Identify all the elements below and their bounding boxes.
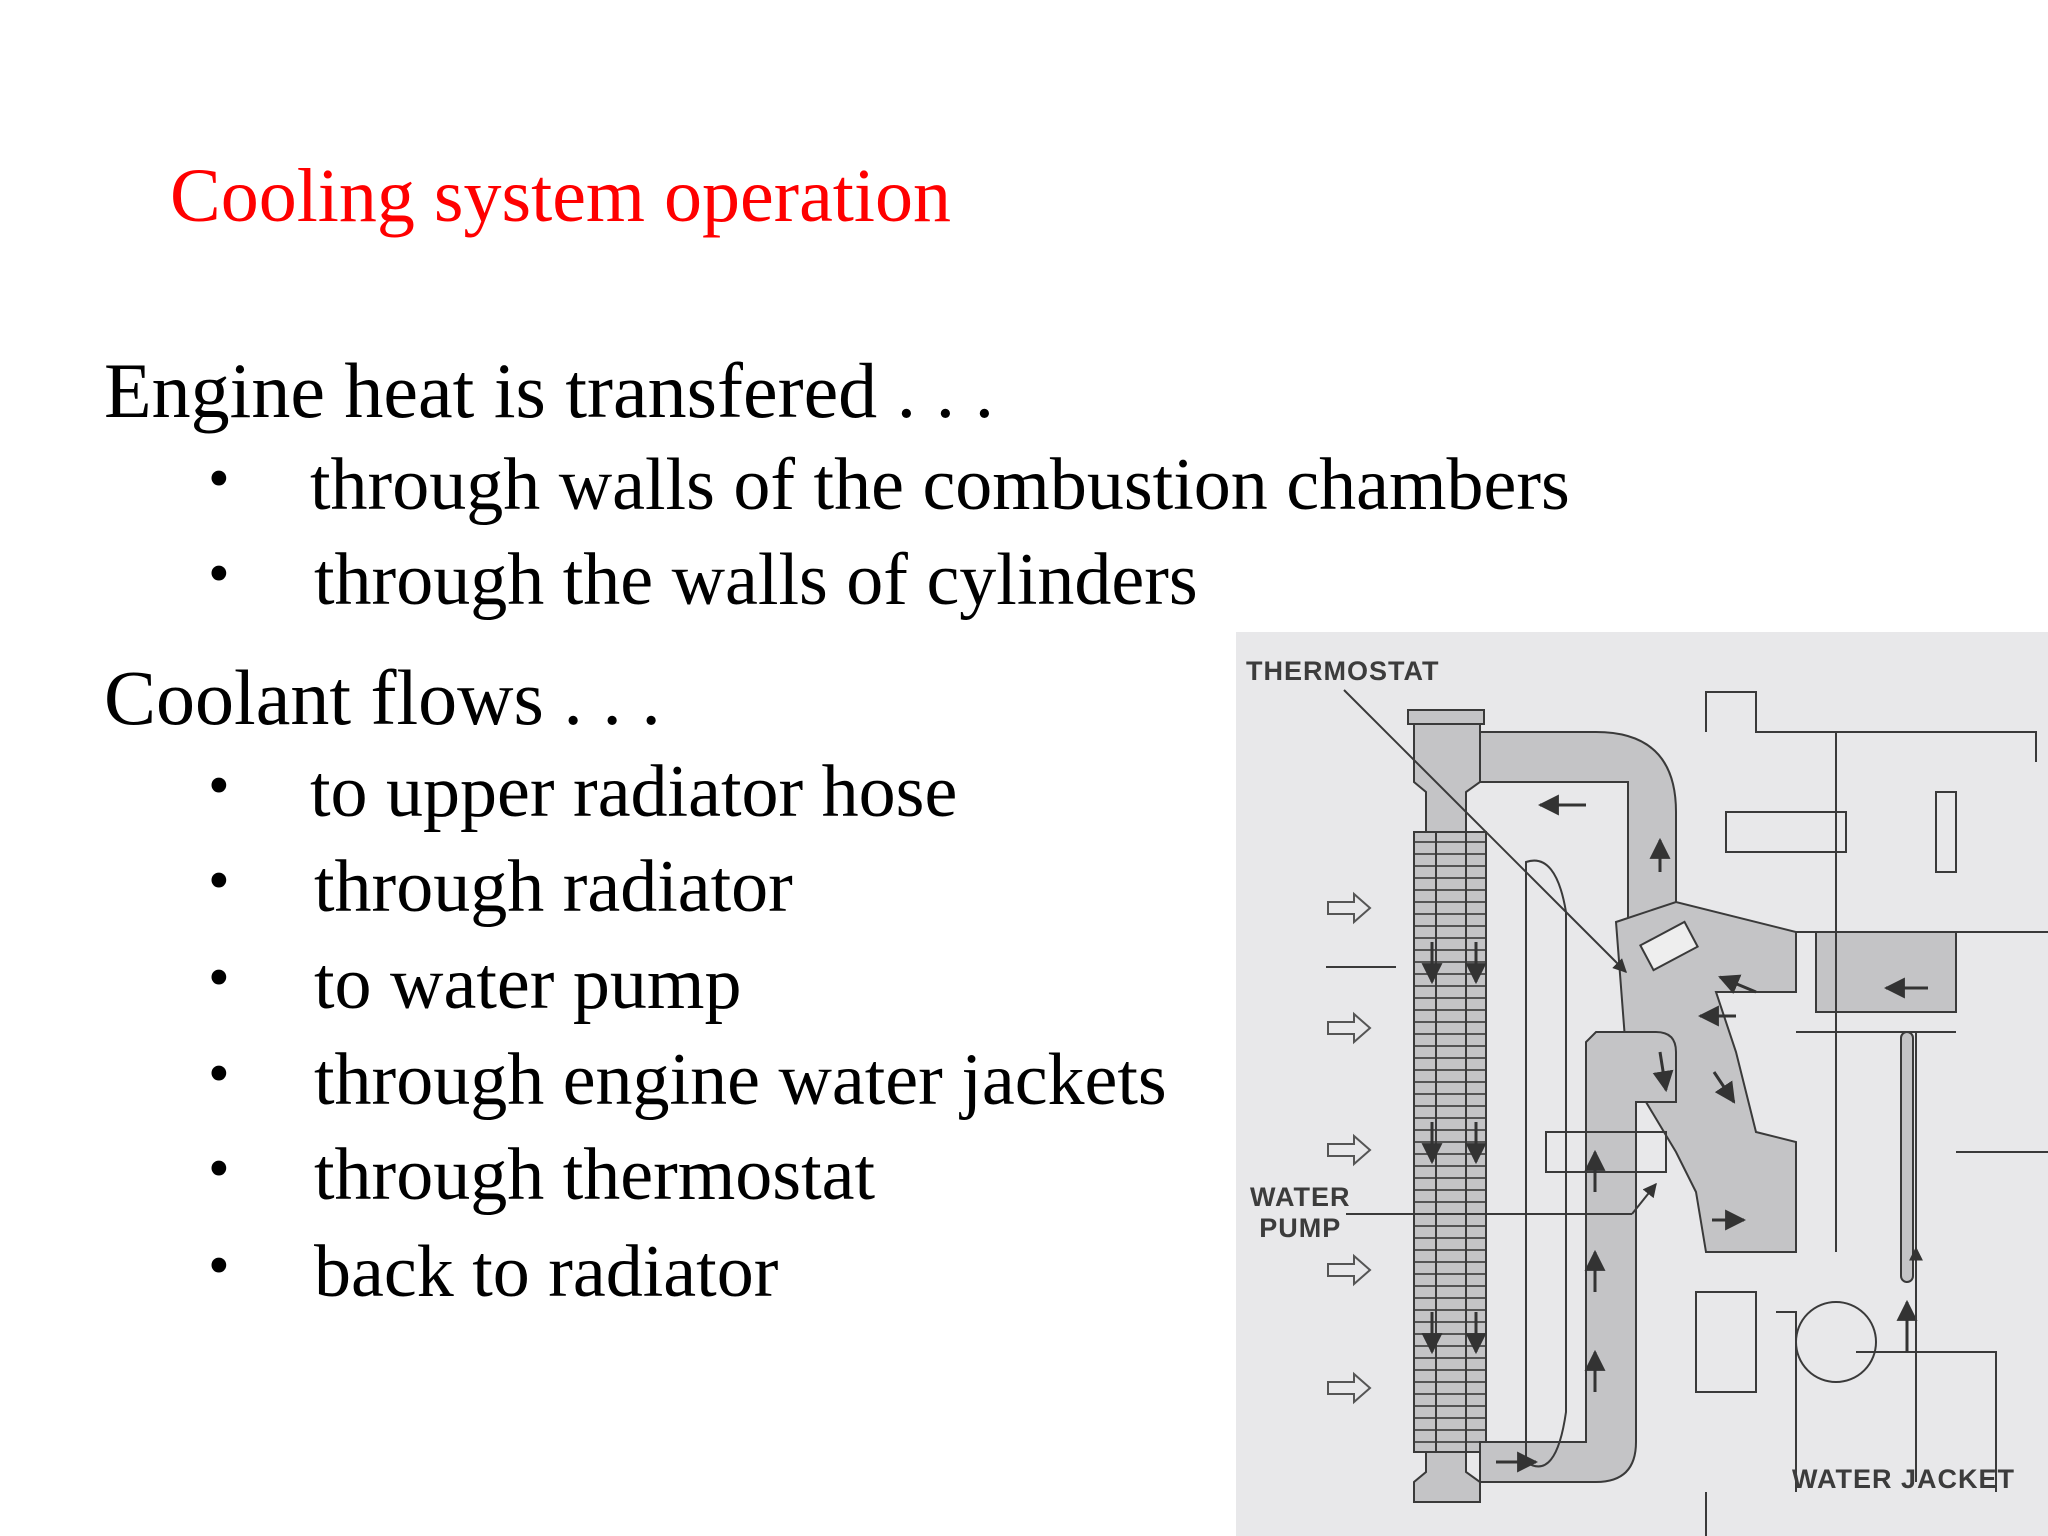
- thermostat-label: THERMOSTAT: [1246, 656, 1440, 686]
- bullet-text: through engine water jackets: [314, 1039, 1167, 1121]
- bullet-icon: •: [208, 847, 230, 915]
- fan-outline: [1525, 859, 1567, 1468]
- water-pump-label: WATER PUMP: [1250, 1182, 1351, 1244]
- bullet-text: to water pump: [314, 943, 742, 1025]
- cooling-system-diagram: THERMOSTAT WATER PUMP WATER JACKET: [1236, 632, 2048, 1536]
- lower-hose: [1479, 1031, 1677, 1483]
- water-pump-label-line2: PUMP: [1259, 1213, 1342, 1244]
- diagram-drawing: [1326, 689, 2048, 1536]
- bullet-icon: •: [208, 1040, 230, 1108]
- bullet-text: to upper radiator hose: [310, 751, 958, 833]
- radiator: [1407, 709, 1487, 1503]
- upper-radiator-hose: [1479, 731, 1677, 933]
- water-pump-label-line1: WATER: [1250, 1182, 1351, 1212]
- coolant-flow-arrows: [1421, 794, 1928, 1473]
- label-leader-lines: [1343, 689, 1923, 1482]
- bullet-text: through the walls of cylinders: [314, 539, 1198, 621]
- engine-block: [1614, 691, 2048, 1536]
- bullet-text: through thermostat: [314, 1134, 876, 1216]
- bullet-icon: •: [208, 445, 230, 513]
- bullet-text: through walls of the combustion chambers: [310, 444, 1570, 526]
- airflow-arrows: [1327, 891, 1372, 1405]
- bullet-icon: •: [208, 540, 230, 608]
- section-heading-coolant: Coolant flows . . .: [104, 654, 661, 741]
- bullet-icon: •: [208, 944, 230, 1012]
- bullet-text: through radiator: [314, 846, 793, 928]
- bullet-icon: •: [208, 1135, 230, 1203]
- bullet-text: back to radiator: [314, 1231, 779, 1313]
- slide-title: Cooling system operation: [170, 154, 952, 238]
- bullet-icon: •: [208, 1232, 230, 1300]
- bullet-icon: •: [208, 752, 230, 820]
- water-jacket-label: WATER JACKET: [1792, 1464, 2016, 1494]
- section-heading-heat: Engine heat is transfered . . .: [104, 347, 995, 434]
